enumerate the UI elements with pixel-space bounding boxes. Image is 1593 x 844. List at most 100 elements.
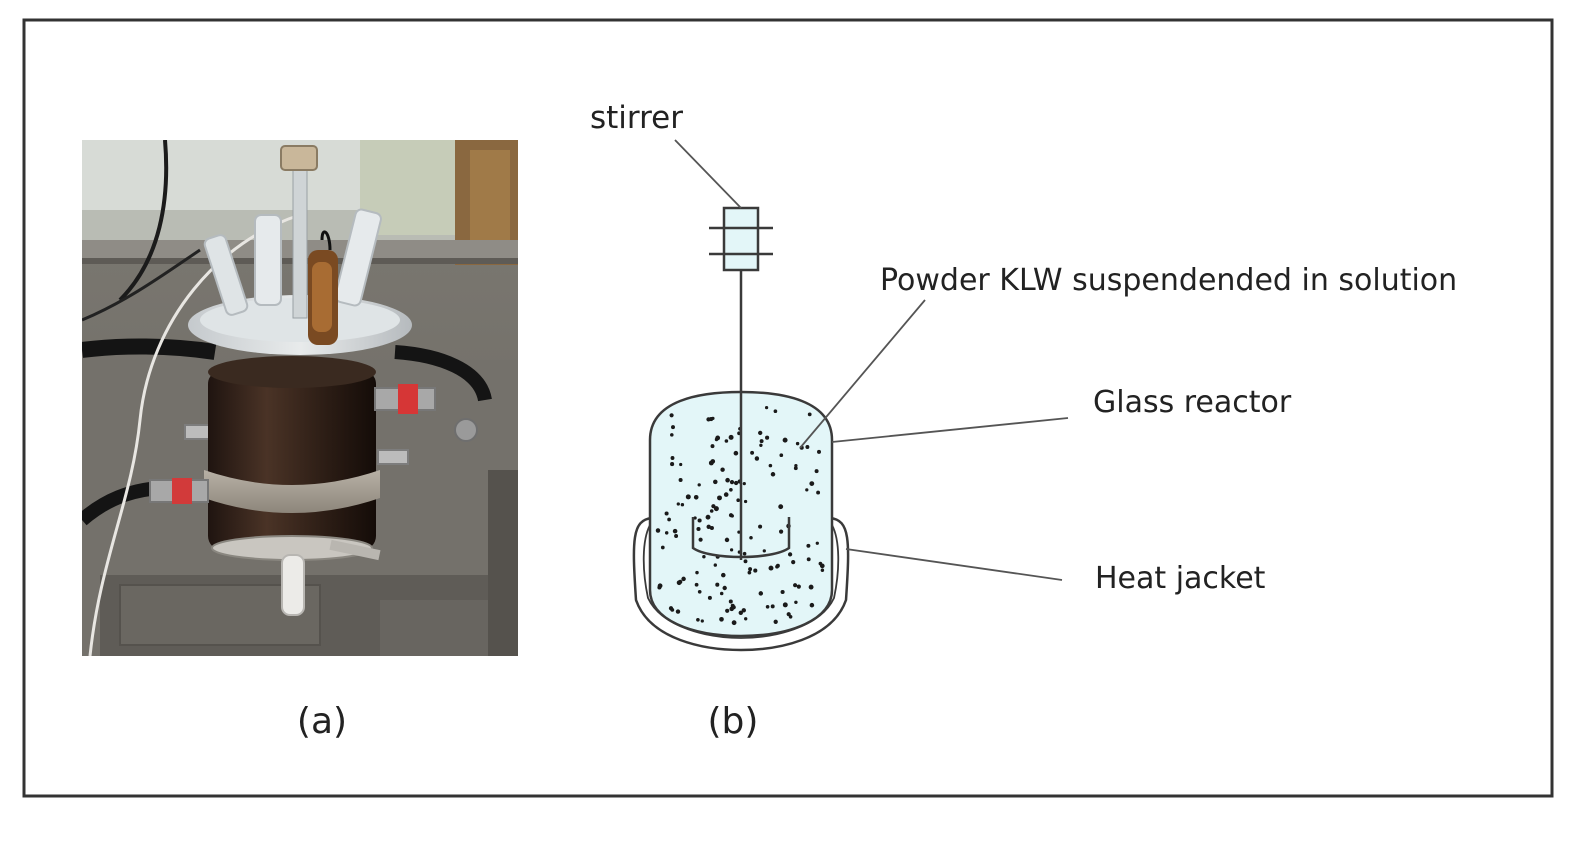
powder-particle: [693, 516, 697, 520]
powder-particle: [764, 405, 769, 410]
powder-particle: [773, 619, 778, 624]
powder-particle: [698, 537, 703, 542]
powder-particle: [807, 412, 812, 417]
powder-particle: [820, 568, 825, 572]
powder-particle: [733, 480, 739, 486]
powder-particle: [805, 488, 809, 492]
powder-particle: [754, 456, 760, 461]
powder-label: Powder KLW suspendended in solution: [880, 263, 1457, 298]
powder-particle: [725, 477, 730, 483]
powder-particle: [730, 514, 734, 518]
powder-particle: [791, 560, 796, 565]
powder-particle: [670, 607, 675, 612]
powder-particle: [676, 502, 680, 506]
powder-particle: [815, 541, 819, 545]
powder-particle: [724, 537, 730, 543]
glass-reactor-label: Glass reactor: [1093, 385, 1292, 420]
powder-particle: [724, 439, 729, 443]
powder-particle: [748, 567, 753, 572]
powder-particle: [713, 563, 717, 567]
powder-particle: [713, 506, 719, 512]
powder-particle: [730, 603, 735, 608]
powder-particle: [715, 582, 720, 587]
powder-particle: [660, 545, 665, 550]
powder-particle: [741, 608, 746, 613]
powder-particle: [731, 620, 737, 626]
powder-particle: [782, 602, 788, 608]
powder-particle: [806, 557, 811, 562]
stirrer-leader: [674, 139, 742, 209]
powder-particle: [736, 498, 741, 503]
powder-particle: [787, 552, 793, 557]
powder-particle: [770, 604, 775, 609]
powder-particle: [664, 531, 669, 535]
powder-particle: [759, 439, 764, 444]
powder-particle: [742, 482, 746, 486]
powder-particle: [714, 437, 719, 442]
powder-particle: [809, 481, 815, 486]
glass-reactor-leader: [831, 417, 1069, 443]
powder-particle: [694, 582, 699, 587]
powder-particle: [700, 619, 704, 623]
powder-particle: [697, 483, 701, 487]
powder-particle: [743, 559, 748, 564]
powder-particle: [723, 492, 729, 497]
powder-particle: [814, 469, 819, 474]
panel-a-caption: (a): [297, 701, 347, 742]
powder-particle: [759, 443, 763, 447]
powder-particle: [744, 617, 748, 621]
powder-particle: [670, 456, 675, 460]
powder-particle: [657, 583, 663, 589]
powder-particle: [674, 534, 679, 538]
powder-particle: [793, 583, 798, 588]
powder-particle: [717, 495, 722, 501]
powder-particle: [706, 524, 711, 529]
powder-particle: [765, 435, 770, 440]
powder-particle: [702, 554, 706, 559]
powder-particle: [762, 549, 766, 553]
powder-particle: [721, 572, 726, 578]
stirrer-coupling: [722, 206, 760, 272]
powder-particle: [747, 570, 752, 575]
powder-particle: [667, 517, 671, 522]
powder-particle: [750, 450, 755, 455]
powder-particle: [710, 444, 715, 449]
powder-particle: [770, 472, 776, 477]
stirrer-impeller: [691, 517, 791, 559]
powder-particle: [743, 499, 748, 504]
powder-leader: [799, 299, 926, 449]
powder-particle: [779, 453, 784, 458]
powder-particle: [685, 494, 691, 500]
powder-particle: [749, 536, 753, 540]
powder-particle: [742, 551, 747, 556]
powder-particle: [720, 467, 725, 472]
powder-particle: [795, 441, 800, 446]
powder-particle: [758, 524, 763, 529]
powder-particle: [775, 563, 780, 568]
panel-a-photo: [82, 140, 518, 656]
powder-particle: [773, 409, 778, 414]
powder-particle: [696, 526, 701, 532]
powder-particle: [808, 584, 814, 590]
powder-particle: [705, 514, 711, 520]
powder-particle: [738, 610, 744, 616]
powder-particle: [733, 450, 739, 456]
powder-particle: [728, 434, 734, 440]
powder-particle: [678, 579, 683, 585]
powder-particle: [768, 565, 774, 571]
powder-particle: [713, 479, 718, 485]
powder-particle: [794, 463, 798, 468]
powder-particle: [737, 530, 741, 534]
powder-particle: [758, 430, 763, 436]
powder-particle: [709, 509, 714, 513]
heat-jacket-leader: [845, 548, 1063, 581]
powder-particle: [678, 477, 683, 483]
powder-particle: [681, 576, 686, 582]
powder-particle: [722, 585, 727, 591]
powder-particle: [695, 570, 699, 575]
powder-particle: [729, 548, 734, 552]
powder-particle: [671, 425, 675, 430]
powder-particle: [664, 511, 669, 516]
powder-particle: [719, 591, 724, 596]
